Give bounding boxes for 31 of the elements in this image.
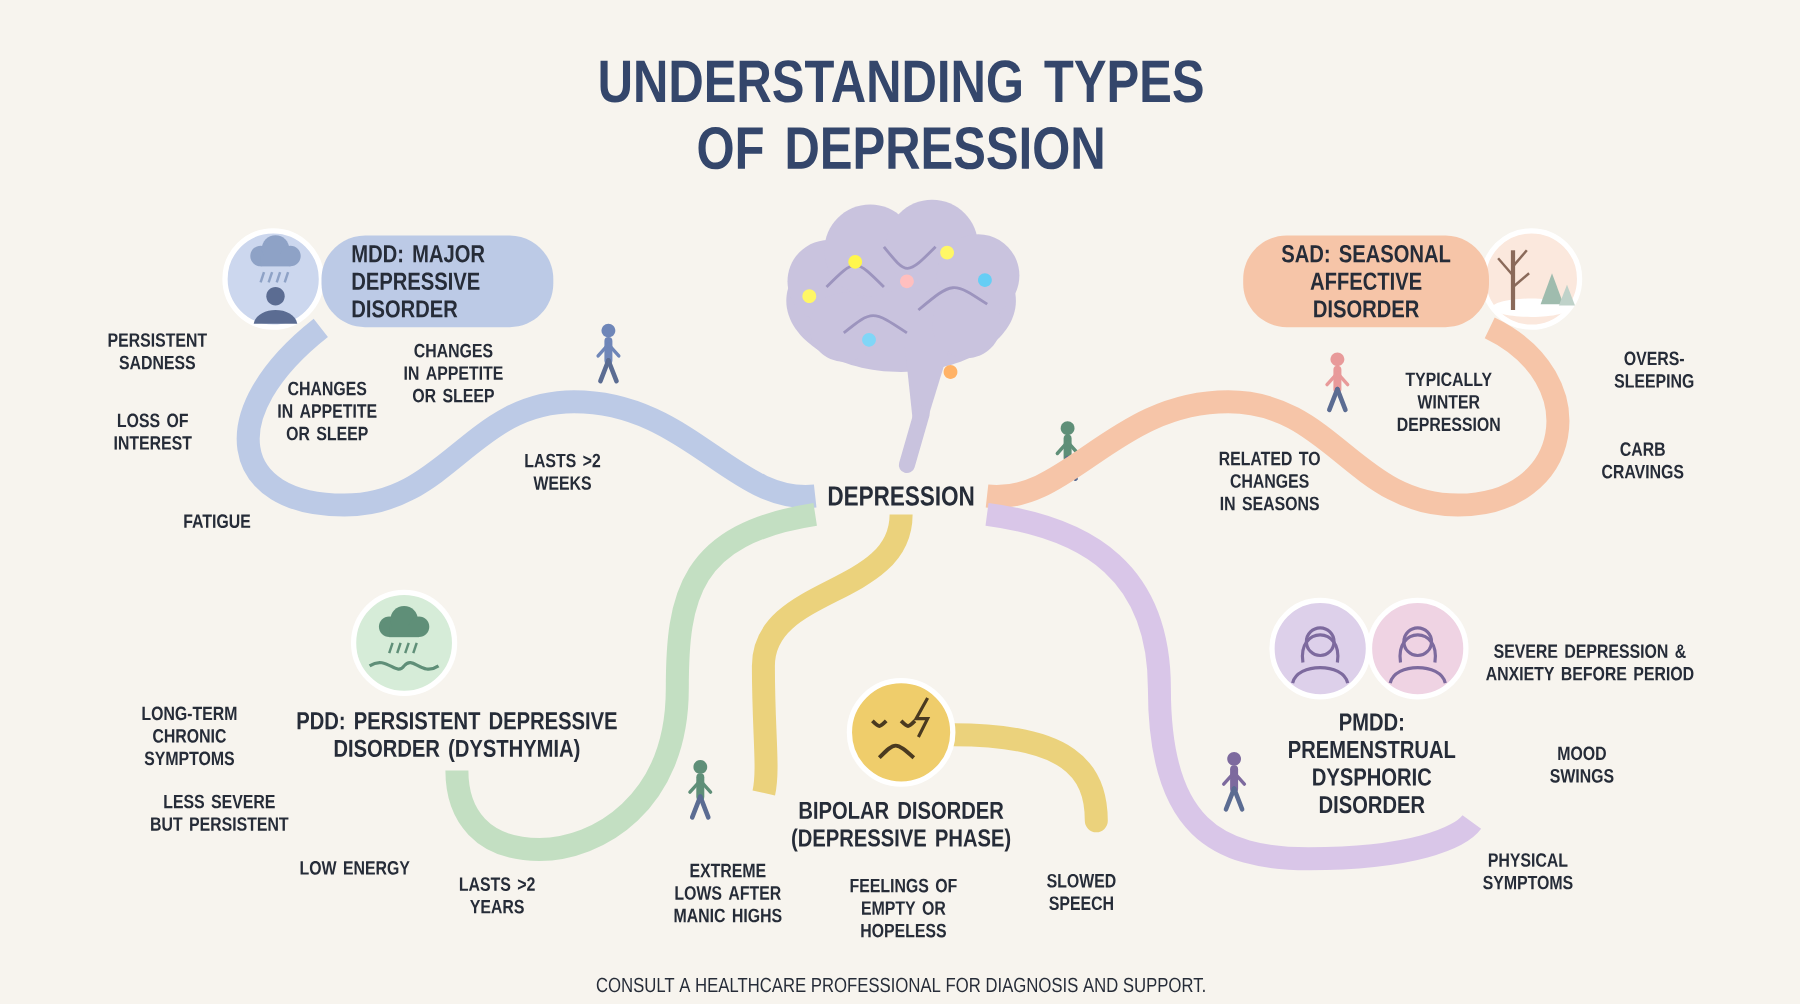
symptom-label: PHYSICAL SYMPTOMS — [1483, 852, 1573, 890]
symptom-label: OVERS- SLEEPING — [1614, 351, 1694, 388]
symptom-label: SEVERE DEPRESSION & ANXIETY BEFORE PERIOD — [1486, 644, 1694, 681]
disorder-heading: PDD: PERSISTENT DEPRESSIVE DISORDER (DYSTHYMIA) — [297, 711, 617, 762]
symptom-label: CARB CRAVINGS — [1602, 442, 1684, 479]
symptom-label: LOSS OF INTEREST — [114, 413, 192, 450]
road-path — [987, 317, 1570, 517]
footer-note: CONSULT A HEALTHCARE PROFESSIONAL FOR DIAGNOSIS AND SUPPORT. — [596, 977, 1205, 992]
symptom-label: MOOD SWINGS — [1550, 746, 1614, 783]
symptom-label: TYPICALLY WINTER DEPRESSION — [1397, 372, 1500, 431]
symptom-label: PERSISTENT SADNESS — [108, 332, 207, 370]
symptom-label: SLOWED SPEECH — [1047, 873, 1116, 910]
symptom-label: FATIGUE — [184, 514, 251, 528]
title: UNDERSTANDING TYPES OF DEPRESSION — [600, 60, 1203, 170]
disorder-banner: SAD: SEASONAL AFFECTIVE DISORDER — [1243, 235, 1489, 327]
symptom-label: FEELINGS OF EMPTY OR HOPELESS — [850, 878, 957, 938]
center-label: DEPRESSION — [828, 486, 974, 506]
symptom-label: EXTREME LOWS AFTER MANIC HIGHS — [674, 863, 782, 923]
symptom-label: LESS SEVERE BUT PERSISTENT — [151, 794, 289, 831]
symptom-label: LONG-TERM CHRONIC SYMPTOMS — [142, 706, 237, 765]
symptom-label: CHANGES IN APPETITE OR SLEEP — [278, 381, 377, 441]
symptom-label: LASTS >2 YEARS — [459, 877, 535, 914]
symptom-label: RELATED TO CHANGES IN SEASONS — [1219, 451, 1320, 511]
disorder-banner: MDD: MAJOR DEPRESSIVE DISORDER — [321, 235, 554, 327]
road-path — [237, 319, 816, 517]
disorder-heading: BIPOLAR DISORDER (DEPRESSIVE PHASE) — [792, 801, 1011, 852]
disorder-heading: PMDD: PREMENSTRUAL DYSPHORIC DISORDER — [1289, 713, 1456, 814]
road-path — [985, 502, 1480, 870]
symptom-label: LOW ENERGY — [300, 860, 410, 875]
symptom-label: LASTS >2 WEEKS — [525, 453, 601, 490]
symptom-label: CHANGES IN APPETITE OR SLEEP — [404, 343, 503, 403]
